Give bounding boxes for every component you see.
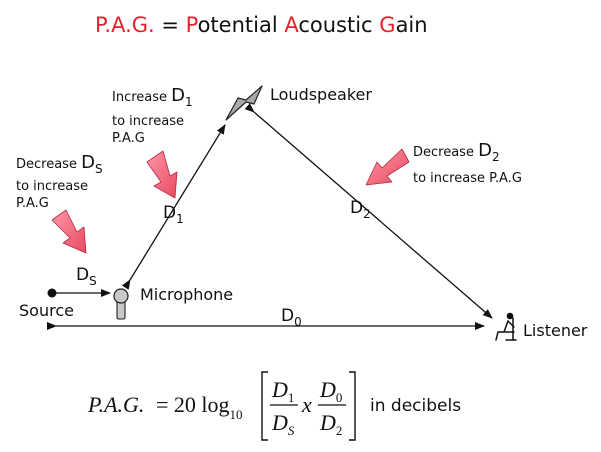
formula-left-bracket	[261, 371, 268, 441]
note-decrease-ds: Decrease DS to increase P.A.G	[16, 152, 107, 211]
d2-line	[244, 103, 493, 319]
note-increase-d1: Increase D1 to increase P.A.G	[112, 85, 197, 146]
title: P.A.G. = Potential Acoustic Gain	[95, 13, 428, 37]
listener-icon	[495, 312, 517, 341]
d2-label: D2	[350, 198, 371, 221]
title-abbrev: P.A.G.	[95, 13, 155, 37]
title-g-letter: G	[379, 13, 395, 37]
note-decrease-d2: Decrease D2 to increase P.A.G	[413, 140, 522, 186]
title-a-letter: A	[284, 13, 299, 37]
formula-num2: D0	[319, 377, 342, 405]
formula-den2: D2	[319, 410, 342, 438]
source-label: Source	[19, 301, 74, 320]
formula-num1: D1	[271, 377, 294, 405]
pointer-arrow-d2-icon	[365, 148, 410, 186]
pag-formula: P.A.G. = 20 log10 D1 DS x D0 D2 in decib…	[87, 371, 461, 441]
title-equals: =	[155, 13, 186, 37]
formula-times: x	[301, 392, 312, 417]
formula-eq: = 20 log10	[156, 392, 243, 422]
title-p-rest: otential	[198, 13, 285, 37]
pointer-arrow-ds-icon	[51, 209, 87, 254]
loudspeaker-icon	[225, 85, 263, 121]
title-g-rest: ain	[396, 13, 428, 37]
microphone-label: Microphone	[140, 285, 233, 304]
microphone-icon	[113, 288, 129, 320]
ds-label: DS	[76, 265, 97, 288]
loudspeaker-label: Loudspeaker	[270, 85, 372, 104]
d0-label: D0	[281, 306, 302, 329]
title-p-letter: P	[186, 13, 198, 37]
d1-label: D1	[163, 203, 184, 226]
source-dot-icon	[47, 288, 57, 298]
pointer-arrow-d1-icon	[146, 150, 178, 199]
formula-right-bracket	[349, 371, 356, 441]
title-a-rest: coustic	[298, 13, 379, 37]
d1-line	[121, 124, 226, 290]
formula-lhs: P.A.G.	[87, 392, 144, 417]
listener-label: Listener	[523, 321, 588, 340]
formula-den1: DS	[271, 410, 295, 438]
formula-units: in decibels	[370, 396, 461, 416]
